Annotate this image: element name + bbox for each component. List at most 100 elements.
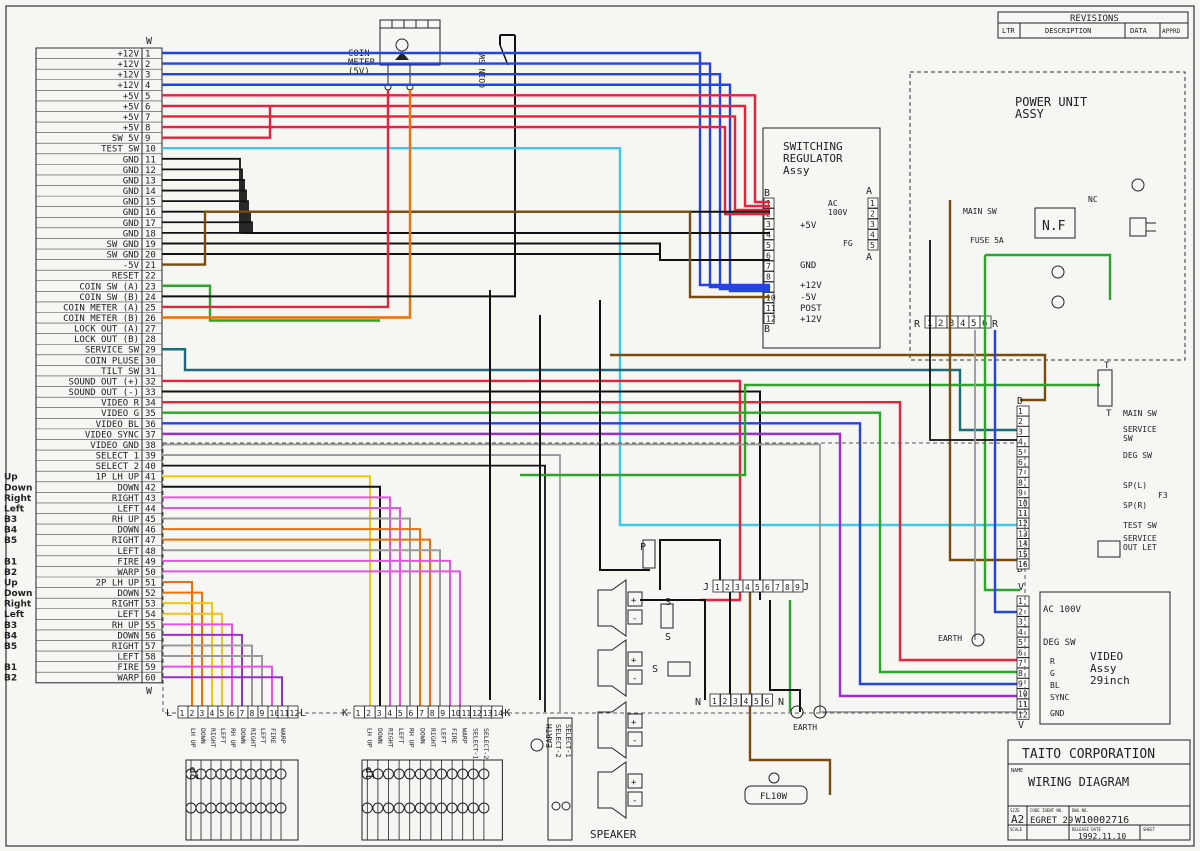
regulator-a-pin bbox=[867, 218, 879, 230]
wire bbox=[162, 284, 380, 322]
player-1-pin-number: 9 bbox=[440, 709, 445, 718]
wire bbox=[162, 422, 1020, 686]
fuse-label: FUSE 5A bbox=[970, 236, 1004, 245]
regulator-out-5v: +5V bbox=[800, 221, 817, 231]
w-pin-label: COIN METER (A) bbox=[63, 303, 139, 313]
wire bbox=[162, 400, 1020, 662]
s-connector bbox=[660, 603, 674, 629]
wire bbox=[985, 253, 1112, 300]
w-pin-label: LEFT bbox=[117, 653, 139, 663]
power-plug-icon bbox=[1129, 217, 1147, 237]
player-1-conn-left: K bbox=[342, 708, 348, 719]
select-label: SELECT-1 bbox=[564, 724, 572, 758]
w-pin-number: 20 bbox=[145, 251, 156, 261]
w-pin-label: LOCK OUT (A) bbox=[74, 325, 139, 335]
w-pin-label: +5V bbox=[123, 92, 140, 102]
player-1-label: 1P bbox=[364, 766, 377, 780]
w-pin-label: LEFT bbox=[117, 610, 139, 620]
v-pin-number: 10 bbox=[1018, 690, 1028, 699]
player-2-function-label: DOWN bbox=[199, 728, 207, 744]
wires bbox=[162, 51, 1112, 795]
j-pin-number: 1 bbox=[715, 583, 720, 592]
w-pin-label: SELECT 2 bbox=[96, 462, 139, 472]
d-pin-number: 11 bbox=[1018, 509, 1028, 518]
w-pin-label: LEFT bbox=[117, 547, 139, 557]
wire bbox=[162, 485, 381, 708]
w-pin-label: +12V bbox=[117, 50, 139, 60]
terminal-icon bbox=[1051, 265, 1065, 279]
earth-icon bbox=[790, 705, 804, 719]
t-connector bbox=[1097, 369, 1113, 407]
sheet-label: SHEET bbox=[1143, 827, 1156, 832]
w-pin-number: 58 bbox=[145, 653, 156, 663]
player-1-pin-number: 13 bbox=[483, 709, 493, 718]
speaker-terminal-plus bbox=[627, 773, 643, 789]
speaker-icon bbox=[597, 701, 627, 759]
panel-spl: SP(L) bbox=[1123, 481, 1147, 490]
fl10w-lamp: FL10W bbox=[744, 772, 808, 805]
w-pin-label: SW GND bbox=[106, 251, 139, 261]
video-r: R bbox=[1050, 657, 1055, 666]
control-note: B3 bbox=[4, 621, 17, 631]
d-pin-number: 2 bbox=[1018, 417, 1023, 426]
w-pin-number: 7 bbox=[145, 113, 150, 123]
player-1-pin-number: 1 bbox=[356, 709, 361, 718]
wire bbox=[162, 105, 272, 139]
speaker-minus-label: - bbox=[632, 674, 637, 684]
coin-switch: COIN SW bbox=[478, 34, 516, 295]
player-2-pin-number: 8 bbox=[250, 709, 255, 718]
wire bbox=[162, 633, 243, 708]
wire bbox=[162, 90, 412, 319]
player-1-pin-number: 3 bbox=[377, 709, 382, 718]
wire bbox=[948, 200, 1020, 562]
w-pin-number: 17 bbox=[145, 219, 156, 229]
n-pin-number: 5 bbox=[754, 697, 759, 706]
regulator-b-pin-number: 10 bbox=[766, 294, 776, 303]
regulator-fg-label: FG bbox=[843, 239, 853, 248]
w-pin-number: 30 bbox=[145, 356, 156, 366]
w-pin-label: RIGHT bbox=[112, 536, 140, 546]
w-footer: W bbox=[146, 686, 153, 697]
w-pin-label: -5V bbox=[123, 261, 140, 271]
w-pin-label: TEST SW bbox=[101, 145, 140, 155]
n-pin-number: 6 bbox=[765, 697, 770, 706]
w-pin-number: 56 bbox=[145, 631, 156, 641]
wire bbox=[162, 242, 770, 261]
w-pin-number: 3 bbox=[145, 71, 150, 81]
j-pin-number: 7 bbox=[775, 583, 780, 592]
regulator-b-pin bbox=[763, 229, 775, 240]
player-2-label: 2P bbox=[188, 766, 201, 780]
w-pin-label: GND bbox=[123, 198, 139, 208]
j-pin-number: 8 bbox=[785, 583, 790, 592]
earth-icon bbox=[530, 738, 544, 752]
regulator-b-pin-number: 1 bbox=[766, 199, 771, 208]
wire bbox=[162, 348, 1020, 432]
player-1-pin-number: 2 bbox=[366, 709, 371, 718]
w-pin-label: SERVICE SW bbox=[85, 346, 140, 356]
w-pin-number: 43 bbox=[145, 494, 156, 504]
player-1-function-label: LH UP bbox=[365, 728, 373, 748]
player-2-function-label: WARP bbox=[279, 728, 287, 744]
speaker-icon bbox=[597, 639, 627, 697]
t-conn-label: T bbox=[1104, 361, 1110, 371]
w-pin-number: 44 bbox=[145, 504, 156, 514]
control-note: B2 bbox=[4, 568, 17, 578]
v-conn-label-bottom: V bbox=[1018, 720, 1024, 731]
w-pin-label: VIDEO BL bbox=[96, 420, 139, 430]
regulator-a-pin bbox=[867, 197, 879, 209]
d-pin-number: 12 bbox=[1018, 519, 1028, 528]
w-pin-label: GND bbox=[123, 208, 139, 218]
earth-icon bbox=[971, 633, 985, 647]
player-1-function-label: SELECT-1 bbox=[471, 728, 479, 759]
w-pin-number: 11 bbox=[145, 155, 156, 165]
v-pin-number: 7 bbox=[1018, 659, 1023, 668]
w-pin-number: 53 bbox=[145, 600, 156, 610]
terminal-icon bbox=[1051, 295, 1065, 309]
panel-deg-sw: DEG SW bbox=[1123, 451, 1152, 460]
sheet-size: A2 bbox=[1011, 813, 1024, 826]
